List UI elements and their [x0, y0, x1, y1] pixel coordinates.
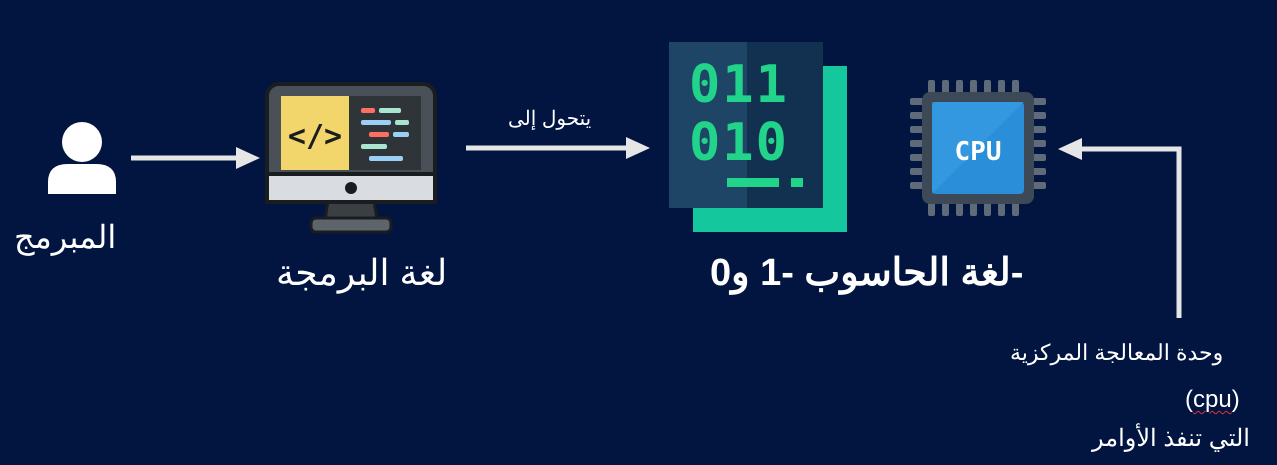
svg-text:</>: </> [288, 119, 342, 154]
cpu-description-line3: التي تنفذ الأوامر [1092, 425, 1250, 452]
arrow-programmer-to-language [131, 147, 260, 169]
arrow-language-to-binary [466, 137, 650, 159]
arrow-cpu-label-to-chip [1058, 138, 1182, 318]
cpu-chip-icon: CPU [910, 80, 1046, 216]
user-icon [48, 122, 116, 194]
cpu-description-line1: وحدة المعالجة المركزية [1010, 340, 1224, 365]
programming-language-label: لغة البرمجة [276, 252, 448, 293]
binary-code-icon: 011 010 [669, 42, 847, 232]
programmer-label: المبرمج [14, 219, 117, 255]
cpu-description-line2: (cpu) [1185, 386, 1240, 414]
monitor-code-icon: </> [265, 82, 437, 234]
computer-language-label: لغة الحاسوب -1 و0- [710, 252, 1024, 294]
binary-row-1: 011 [689, 55, 789, 115]
converts-to-label: يتحول إلى [508, 108, 592, 130]
cpu-paren-close: ) [1231, 386, 1240, 413]
cpu-chip-text: CPU [955, 137, 1002, 167]
binary-row-2: 010 [689, 113, 789, 173]
cpu-abbrev: cpu [1193, 386, 1232, 413]
cpu-paren-open: ( [1185, 386, 1193, 413]
